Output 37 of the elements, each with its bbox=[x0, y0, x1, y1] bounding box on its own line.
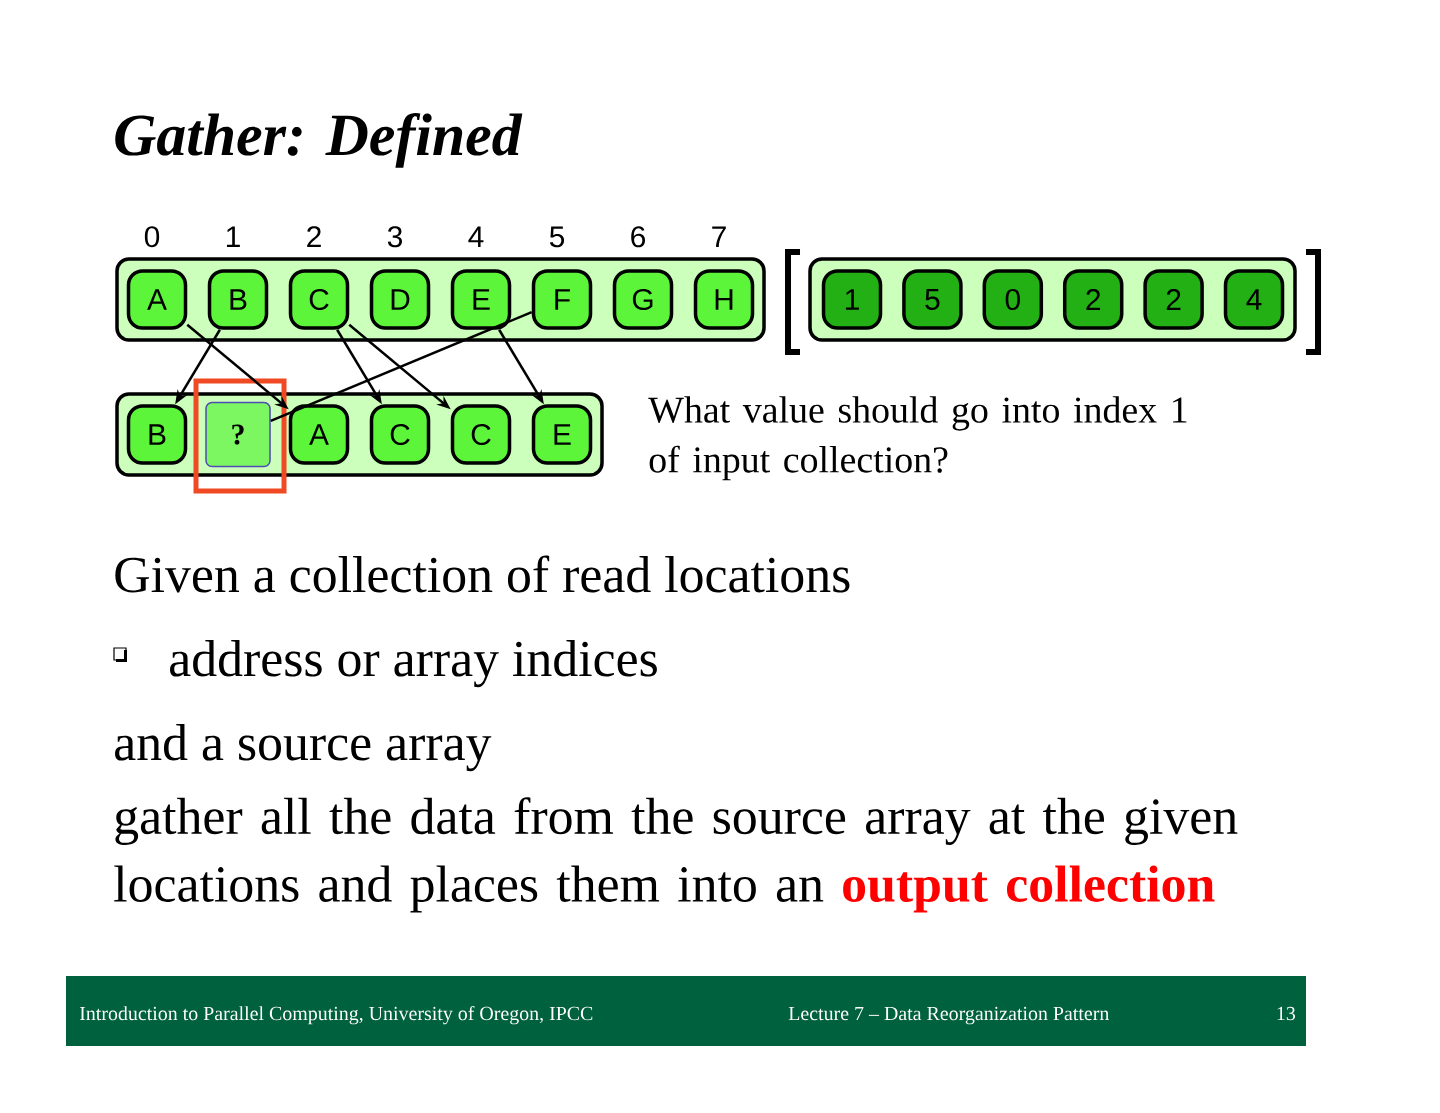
index-number: 2 bbox=[307, 226, 321, 247]
index-number: 3 bbox=[387, 226, 402, 248]
element-cell: 2 bbox=[1143, 269, 1204, 330]
element-cell: 1 bbox=[821, 269, 883, 330]
body-text: and a source array bbox=[115, 724, 492, 772]
element-cell: 4 bbox=[1223, 269, 1285, 330]
index-number: 0 bbox=[144, 226, 160, 248]
index-number: 5 bbox=[549, 226, 565, 248]
element-cell: A bbox=[126, 269, 188, 330]
element-cell: 5 bbox=[902, 269, 963, 330]
index-number: 7 bbox=[712, 226, 726, 247]
element-cell: C bbox=[369, 404, 431, 465]
bullet-text: address or array indices bbox=[170, 640, 657, 688]
index-number: 4 bbox=[468, 226, 484, 247]
footer-text: Lecture 7 – Data Reorganization Pattern bbox=[788, 1006, 1109, 1025]
element-cell: C bbox=[288, 269, 350, 330]
body-text: gather all the data from the source array at the given locations and places them into an output collection bbox=[114, 797, 1238, 913]
element-cell: B bbox=[126, 404, 188, 465]
element-cell: G bbox=[612, 269, 674, 330]
body-text: Given a collection of read locations bbox=[115, 555, 850, 593]
element-cell: E bbox=[450, 269, 512, 330]
element-cell: D bbox=[369, 269, 431, 330]
element-cell: C bbox=[450, 404, 512, 465]
title: Gather: Defined bbox=[115, 112, 523, 168]
element-cell: 0 bbox=[982, 269, 1044, 330]
page-number: 13 bbox=[1277, 1006, 1296, 1021]
element-cell: ? bbox=[205, 401, 271, 468]
index-number: 1 bbox=[227, 226, 240, 247]
element-cell: F bbox=[531, 269, 593, 330]
element-cell: A bbox=[288, 404, 350, 465]
question-text: What value should go into index 1 of input collection? bbox=[648, 396, 1187, 481]
element-cell: H bbox=[693, 269, 755, 330]
index-number: 6 bbox=[631, 226, 645, 248]
element-cell: E bbox=[531, 404, 593, 465]
footer-text: Introduction to Parallel Computing, University of Oregon, IPCC bbox=[79, 1006, 593, 1025]
element-cell: 2 bbox=[1062, 269, 1124, 330]
element-cell: B bbox=[207, 269, 269, 330]
